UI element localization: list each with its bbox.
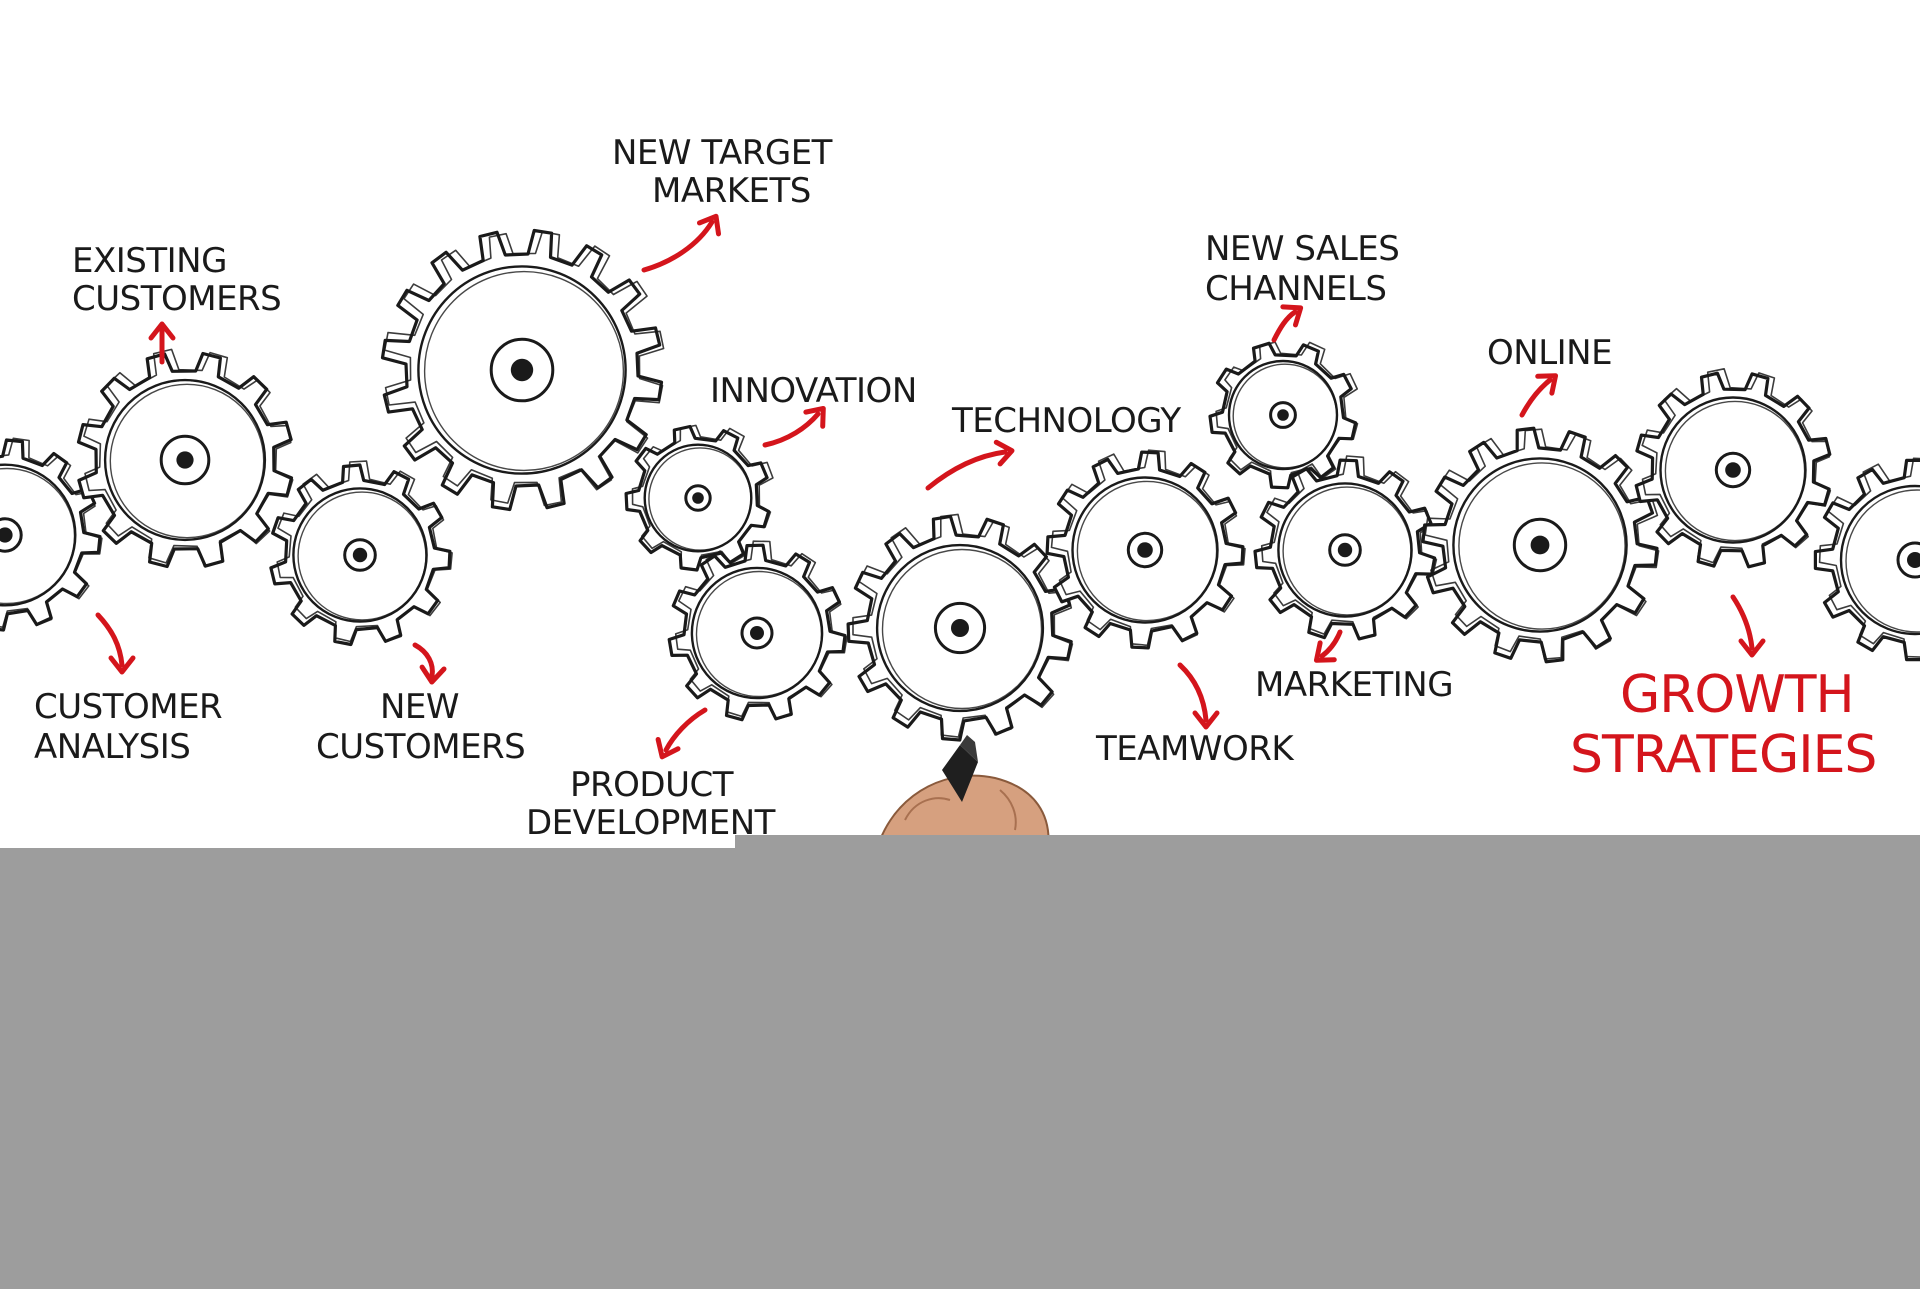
new-target-markets-line-1: NEW TARGET [612, 133, 833, 173]
customer-analysis-line-1: CUSTOMER [34, 687, 222, 727]
gear-icon [1045, 449, 1246, 650]
arrow-icon [1313, 629, 1343, 663]
teamwork-label: TEAMWORK [1095, 729, 1295, 769]
gear-icon [1421, 426, 1660, 664]
arrow-icon [148, 321, 176, 365]
arrow-icon [1177, 662, 1220, 730]
gear-chain [0, 228, 1920, 742]
arrow-group [95, 213, 1766, 760]
arrow-icon [655, 707, 708, 760]
grey-panel-notch [735, 835, 1920, 849]
technology-label: TECHNOLOGY [951, 401, 1181, 441]
existing-customers-line-2: CUSTOMERS [72, 279, 281, 319]
marketing-label: MARKETING [1255, 665, 1453, 705]
grey-panel [0, 848, 1920, 1289]
gear-icon [1813, 457, 1920, 662]
arrow-icon [412, 642, 447, 685]
gear-icon [1634, 368, 1832, 569]
gear-icon [846, 513, 1074, 742]
new-sales-channels-line-1: NEW SALES [1205, 229, 1399, 269]
growth-strategies-line-2: STRATEGIES [1570, 725, 1876, 785]
gear-icon [0, 437, 103, 632]
arrow-icon [1519, 373, 1559, 418]
product-development-line-1: PRODUCT [570, 765, 734, 805]
existing-customers-line-1: EXISTING [72, 241, 227, 281]
arrow-icon [925, 439, 1015, 491]
new-customers-line-2: CUSTOMERS [316, 727, 525, 767]
customer-analysis-line-2: ANALYSIS [34, 727, 190, 767]
online-label: ONLINE [1487, 333, 1612, 373]
new-target-markets-line-2: MARKETS [652, 171, 811, 211]
product-development-line-2: DEVELOPMENT [526, 803, 776, 843]
new-sales-channels-line-2: CHANNELS [1205, 269, 1386, 309]
gear-icon [380, 228, 665, 512]
gear-icon [1253, 455, 1438, 641]
gear-icon [1208, 341, 1359, 490]
gear-icon [76, 348, 294, 569]
arrow-icon [1730, 594, 1766, 658]
gear-icon [667, 540, 848, 722]
arrow-icon [1271, 304, 1304, 343]
arrow-icon [95, 612, 136, 675]
arrow-icon [762, 405, 826, 448]
growth-strategies-line-1: GROWTH [1620, 665, 1854, 725]
arrow-icon [641, 213, 722, 273]
new-customers-line-1: NEW [380, 687, 459, 727]
innovation-label: INNOVATION [710, 371, 917, 411]
gear-icon [269, 460, 453, 647]
